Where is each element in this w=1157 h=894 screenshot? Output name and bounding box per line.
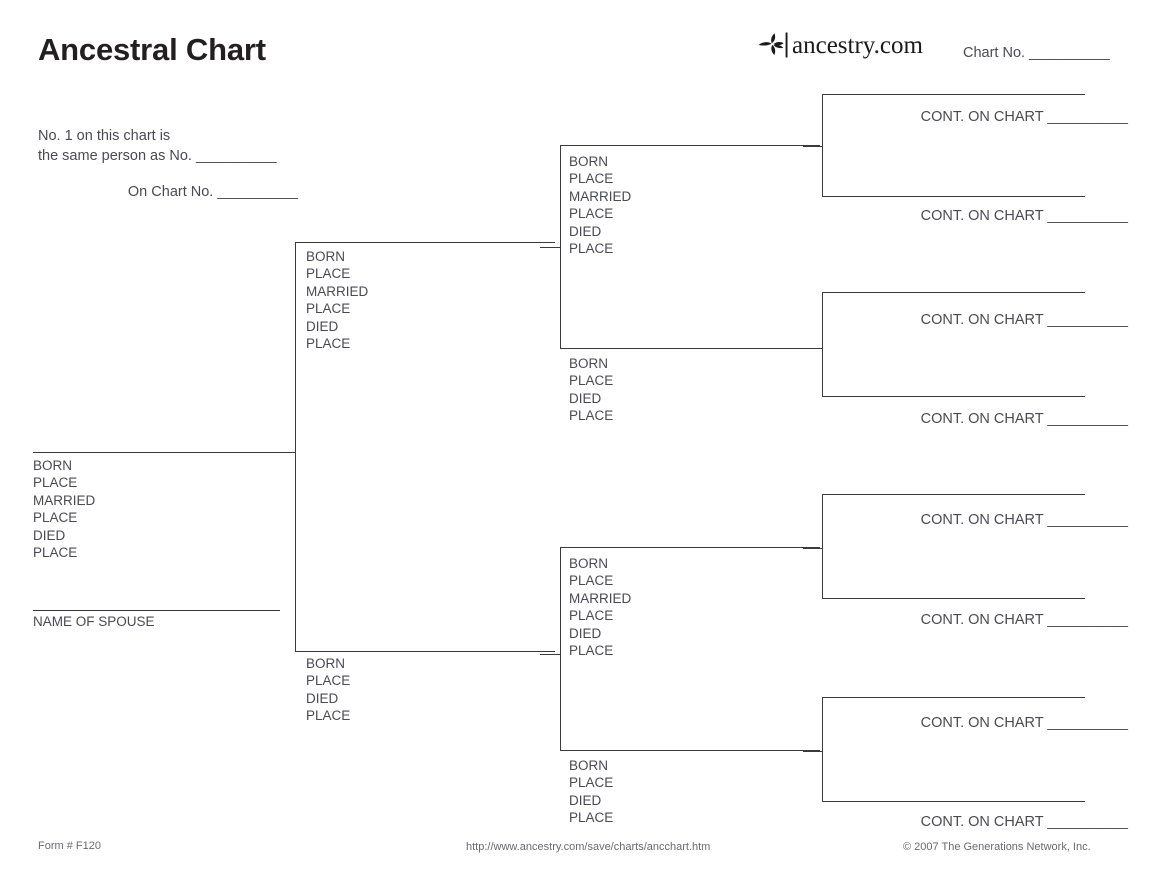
field-place-1: PLACE	[569, 373, 614, 389]
field-place-1: PLACE	[306, 673, 351, 689]
person-15-name-rule	[822, 801, 1085, 802]
person-4-name-rule	[560, 145, 820, 146]
note-line-2[interactable]: the same person as No. __________	[38, 148, 277, 164]
person-3-name-rule	[295, 651, 555, 652]
person-7-name-rule	[560, 750, 820, 751]
field-died: DIED	[33, 527, 66, 543]
person-2-name-rule	[295, 242, 555, 243]
field-born: BORN	[306, 249, 346, 264]
person-1-spouse-label: NAME OF SPOUSE	[33, 614, 155, 629]
field-place-2: PLACE	[569, 810, 614, 826]
field-married: MARRIED	[33, 492, 96, 508]
page-title: Ancestral Chart	[38, 32, 266, 67]
field-place-1: PLACE	[569, 171, 614, 187]
person-13-name-rule	[822, 598, 1085, 599]
field-born: BORN	[569, 556, 609, 571]
field-died: DIED	[569, 792, 602, 808]
gen4-bracket-c-spine	[822, 494, 823, 598]
field-place-1: PLACE	[306, 266, 351, 282]
field-place-2: PLACE	[569, 206, 614, 222]
person-1-fields: BORN PLACE MARRIED PLACE DIED PLACE	[33, 457, 95, 561]
ancestry-brand: ancestry.com	[757, 31, 923, 59]
person-11-name-rule	[822, 396, 1085, 397]
field-born: BORN	[569, 758, 609, 773]
field-died: DIED	[306, 690, 339, 706]
gen4-bracket-d-spine	[822, 697, 823, 801]
footer-copyright: © 2007 The Generations Network, Inc.	[903, 841, 1091, 853]
person-9-cont-on-chart[interactable]: CONT. ON CHART __________	[920, 208, 1128, 224]
person-7-fields: BORN PLACE DIED PLACE	[569, 757, 613, 827]
connector-person3-to-gen3-lower	[540, 654, 560, 655]
person-3-fields: BORN PLACE DIED PLACE	[306, 655, 350, 725]
field-married: MARRIED	[306, 283, 369, 299]
field-place-2: PLACE	[33, 510, 78, 526]
field-place-3: PLACE	[569, 241, 614, 257]
field-married: MARRIED	[569, 188, 632, 204]
person-11-cont-on-chart[interactable]: CONT. ON CHART __________	[920, 411, 1128, 427]
ancestry-leaf-logo-icon	[758, 32, 788, 58]
person-14-name-rule	[822, 697, 1085, 698]
person-9-name-rule	[822, 196, 1085, 197]
person-4-fields: BORN PLACE MARRIED PLACE DIED PLACE	[569, 153, 631, 257]
field-born: BORN	[306, 656, 346, 671]
field-place-2: PLACE	[569, 608, 614, 624]
field-place-3: PLACE	[569, 643, 614, 659]
field-place-3: PLACE	[33, 545, 78, 561]
person-14-cont-on-chart[interactable]: CONT. ON CHART __________	[920, 715, 1128, 731]
field-died: DIED	[569, 223, 602, 239]
connector-person5-to-gen4-b	[803, 348, 822, 349]
person-13-cont-on-chart[interactable]: CONT. ON CHART __________	[920, 612, 1128, 628]
gen4-bracket-a-spine	[822, 94, 823, 196]
person-6-name-rule	[560, 547, 820, 548]
field-place-1: PLACE	[569, 573, 614, 589]
footer-url[interactable]: http://www.ancestry.com/save/charts/ancc…	[466, 841, 711, 853]
field-died: DIED	[569, 625, 602, 641]
footer-form-number: Form # F120	[38, 840, 101, 852]
connector-person4-to-gen4-a	[803, 146, 822, 147]
note-line-3[interactable]: On Chart No. __________	[127, 184, 298, 200]
ancestry-brand-text: ancestry.com	[792, 31, 923, 59]
note-line-1: No. 1 on this chart is	[38, 128, 171, 144]
field-place-1: PLACE	[569, 775, 614, 791]
field-born: BORN	[569, 356, 609, 371]
person-8-cont-on-chart[interactable]: CONT. ON CHART __________	[920, 109, 1128, 125]
person-1-name-rule	[33, 452, 295, 453]
field-place-2: PLACE	[569, 408, 614, 424]
gen2-spine	[295, 242, 296, 651]
chart-no-field[interactable]: Chart No. __________	[963, 45, 1110, 61]
connector-person2-to-gen3-upper	[540, 247, 560, 248]
gen3-lower-spine	[560, 547, 561, 750]
connector-person7-to-gen4-d	[803, 751, 822, 752]
chart-cross-reference-note: No. 1 on this chart is the same person a…	[38, 126, 298, 202]
field-died: DIED	[569, 390, 602, 406]
field-place-1: PLACE	[33, 475, 78, 491]
field-place-3: PLACE	[306, 336, 351, 352]
person-5-fields: BORN PLACE DIED PLACE	[569, 355, 613, 425]
person-15-cont-on-chart[interactable]: CONT. ON CHART __________	[920, 814, 1128, 830]
person-10-cont-on-chart[interactable]: CONT. ON CHART __________	[920, 312, 1128, 328]
person-12-cont-on-chart[interactable]: CONT. ON CHART __________	[920, 512, 1128, 528]
gen3-upper-spine	[560, 145, 561, 348]
person-12-name-rule	[822, 494, 1085, 495]
gen4-bracket-b-spine	[822, 292, 823, 396]
person-2-fields: BORN PLACE MARRIED PLACE DIED PLACE	[306, 248, 368, 352]
person-6-fields: BORN PLACE MARRIED PLACE DIED PLACE	[569, 555, 631, 659]
person-1-spouse-rule	[33, 610, 280, 611]
person-5-name-rule	[560, 348, 820, 349]
field-born: BORN	[569, 154, 609, 169]
person-8-name-rule	[822, 94, 1085, 95]
field-place-2: PLACE	[306, 301, 351, 317]
field-died: DIED	[306, 318, 339, 334]
field-married: MARRIED	[569, 590, 632, 606]
field-place-2: PLACE	[306, 708, 351, 724]
person-10-name-rule	[822, 292, 1085, 293]
connector-person6-to-gen4-c	[803, 548, 822, 549]
field-born: BORN	[33, 458, 73, 473]
